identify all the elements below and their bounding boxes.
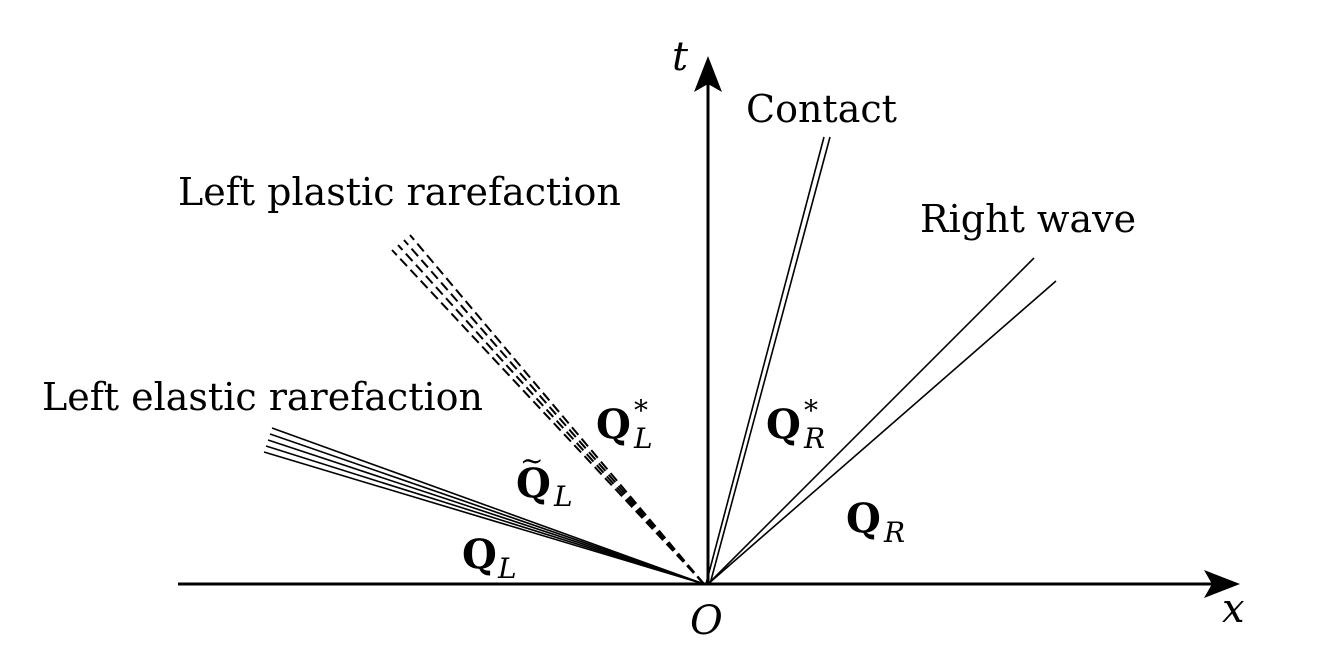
t-axis-arrowhead bbox=[694, 56, 722, 92]
state-QR-star: Q * R bbox=[766, 394, 825, 455]
svg-text:L: L bbox=[497, 552, 517, 585]
origin-label: O bbox=[690, 598, 723, 644]
state-QR: Q R bbox=[846, 495, 905, 549]
t-axis-label: t bbox=[672, 34, 689, 80]
svg-text:R: R bbox=[883, 516, 905, 549]
svg-text:*: * bbox=[804, 394, 818, 427]
x-axis-label: x bbox=[1222, 586, 1245, 632]
right-wave bbox=[707, 257, 1057, 585]
svg-text:*: * bbox=[634, 394, 648, 427]
svg-text:R: R bbox=[803, 422, 825, 455]
state-QL: Q L bbox=[462, 531, 517, 585]
left-elastic-rarefaction-label: Left elastic rarefaction bbox=[42, 375, 483, 419]
svg-text:L: L bbox=[633, 422, 653, 455]
x-axis-arrowhead bbox=[1204, 570, 1240, 598]
svg-text:L: L bbox=[553, 480, 573, 513]
left-elastic-rarefaction-fan bbox=[263, 427, 705, 585]
state-QL-star: Q * L bbox=[596, 394, 653, 455]
left-plastic-rarefaction-fan bbox=[391, 234, 705, 585]
tilde-accent: ~ bbox=[520, 444, 543, 477]
contact-discontinuity bbox=[705, 136, 831, 585]
svg-text:Q: Q bbox=[766, 401, 801, 448]
right-wave-label: Right wave bbox=[920, 197, 1136, 241]
contact-label: Contact bbox=[746, 87, 897, 131]
svg-text:Q: Q bbox=[516, 460, 551, 507]
svg-text:Q: Q bbox=[596, 401, 631, 448]
state-QL-tilde: ~ Q L bbox=[516, 444, 573, 513]
svg-text:Q: Q bbox=[462, 531, 497, 578]
svg-text:Q: Q bbox=[846, 495, 881, 542]
left-plastic-rarefaction-label: Left plastic rarefaction bbox=[178, 170, 621, 214]
